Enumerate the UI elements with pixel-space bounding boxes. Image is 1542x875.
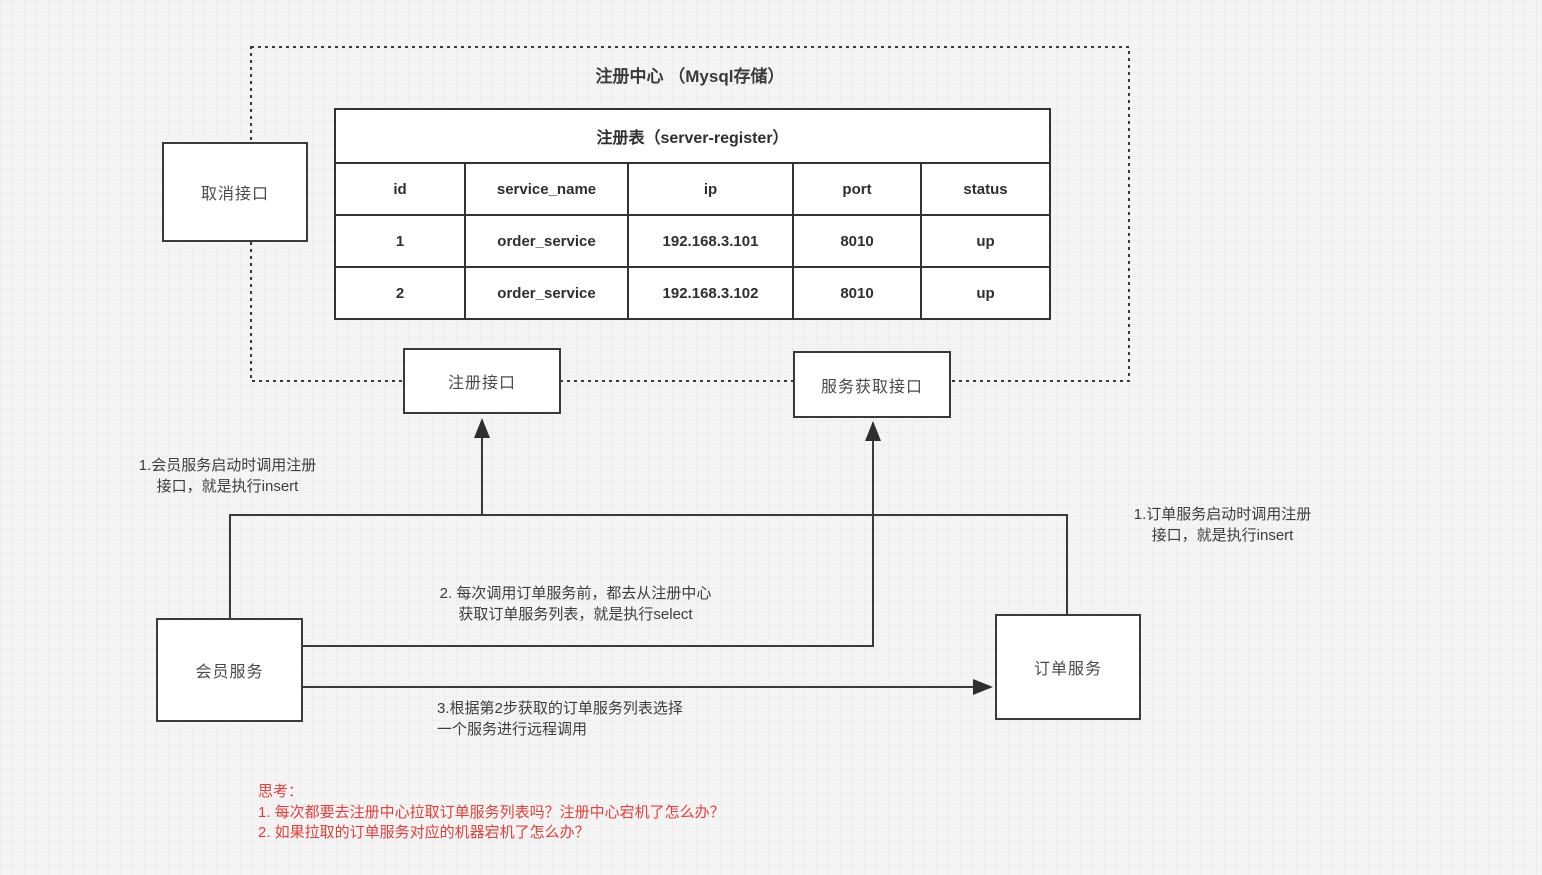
note-member-register: 1.会员服务启动时调用注册 接口，就是执行insert (100, 455, 355, 497)
fetch-interface-node: 服务获取接口 (793, 351, 951, 418)
table-header-row: id service_name ip port status (334, 162, 1052, 216)
cell-id: 1 (334, 214, 466, 268)
col-header-id: id (334, 162, 466, 216)
member-service-label: 会员服务 (195, 664, 264, 681)
note-line: 一个服务进行远程调用 (437, 721, 588, 738)
note-fetch-list: 2. 每次调用订单服务前，都去从注册中心 获取订单服务列表，就是执行select (383, 583, 768, 625)
cell-ip: 192.168.3.102 (627, 266, 794, 320)
cancel-interface-label: 取消接口 (200, 186, 269, 203)
cell-port: 8010 (792, 266, 922, 320)
note-line: 接口，就是执行insert (1151, 527, 1294, 544)
col-header-status: status (919, 162, 1052, 216)
cell-id: 2 (334, 266, 466, 320)
note-line: 3.根据第2步获取的订单服务列表选择 (437, 700, 683, 717)
col-header-port: port (792, 162, 922, 216)
register-interface-label: 注册接口 (447, 375, 516, 392)
cell-service-name: order_service (464, 266, 629, 320)
note-line: 2. 每次调用订单服务前，都去从注册中心 (439, 585, 712, 602)
table-row: 2 order_service 192.168.3.102 8010 up (334, 266, 1052, 320)
cell-ip: 192.168.3.101 (627, 214, 794, 268)
thinking-notes: 思考： 1. 每次都要去注册中心拉取订单服务列表吗？注册中心宕机了怎么办？ 2.… (258, 782, 725, 844)
note-line: 1.订单服务启动时调用注册 (1133, 506, 1312, 523)
note-line: 1.会员服务启动时调用注册 (138, 457, 317, 474)
register-interface-node: 注册接口 (403, 348, 561, 414)
col-header-service-name: service_name (464, 162, 629, 216)
register-connector (229, 514, 1068, 618)
cell-service-name: order_service (464, 214, 629, 268)
note-line: 获取订单服务列表，就是执行select (458, 606, 693, 623)
col-header-ip: ip (627, 162, 794, 216)
table-row: 1 order_service 192.168.3.101 8010 up (334, 214, 1052, 268)
cancel-interface-node: 取消接口 (162, 142, 308, 242)
note-order-register: 1.订单服务启动时调用注册 接口，就是执行insert (1095, 504, 1350, 546)
note-remote-call: 3.根据第2步获取的订单服务列表选择 一个服务进行远程调用 (437, 698, 777, 740)
thinking-title: 思考： (258, 783, 304, 800)
thinking-item: 1. 每次都要去注册中心拉取订单服务列表吗？注册中心宕机了怎么办？ (258, 803, 725, 821)
registry-center-title: 注册中心 （Mysql存储） (595, 67, 785, 86)
order-service-node: 订单服务 (995, 614, 1141, 720)
cell-status: up (919, 266, 1052, 320)
fetch-interface-label: 服务获取接口 (820, 378, 923, 396)
fetch-connector-arrow (303, 421, 881, 647)
order-service-label: 订单服务 (1033, 661, 1102, 678)
table-title-row: 注册表（server-register） (333, 108, 1052, 164)
thinking-item: 2. 如果拉取的订单服务对应的机器宕机了怎么办？ (258, 824, 590, 841)
table-title: 注册表（server-register） (333, 108, 1052, 164)
cell-status: up (919, 214, 1052, 268)
note-line: 接口，就是执行insert (156, 478, 299, 495)
register-table: 注册表（server-register） id service_name ip … (333, 108, 1052, 320)
member-service-node: 会员服务 (156, 618, 303, 722)
cell-port: 8010 (792, 214, 922, 268)
